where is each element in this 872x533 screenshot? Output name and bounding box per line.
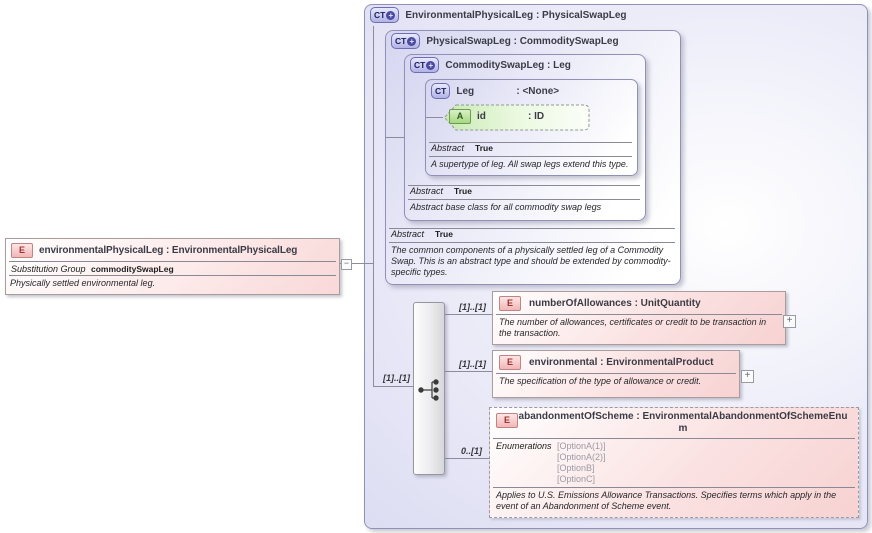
- complex-type-title: PhysicalSwapLeg : CommoditySwapLeg: [426, 35, 619, 47]
- substitution-group-value: commoditySwapLeg: [91, 264, 174, 274]
- substitution-group-row: Substitution Group commoditySwapLeg: [6, 262, 339, 275]
- element-badge-icon: E: [496, 413, 518, 428]
- element-declaration-title: environmentalPhysicalLeg : Environmental…: [39, 245, 298, 256]
- separator: [429, 142, 632, 143]
- element-box-abandonmentofscheme[interactable]: E abandonmentOfScheme : EnvironmentalAba…: [489, 407, 859, 518]
- cardinality-label-abandonmentofscheme: 0..[1]: [460, 446, 482, 456]
- connector-stub-commodity: [385, 137, 404, 138]
- abstract-label: Abstract: [391, 229, 425, 239]
- collapse-minus-icon[interactable]: −: [341, 259, 352, 270]
- connector-trunk-elbow: [373, 386, 414, 387]
- separator: [389, 228, 675, 229]
- complex-type-header-commodityswapleg: CT+ CommoditySwapLeg : Leg: [410, 57, 571, 73]
- element-title: environmental : EnvironmentalProduct: [529, 357, 714, 368]
- connector-abandonmentofscheme: [443, 458, 489, 459]
- type-description-physicalswapleg: The common components of a physically se…: [391, 245, 671, 277]
- cardinality-label-numberofallowances: [1]..[1]: [459, 302, 486, 312]
- abstract-row-commodityswapleg: Abstract True: [410, 186, 472, 196]
- ct-badge-label: CT: [395, 36, 407, 46]
- connector-element-to-type: [337, 263, 373, 264]
- abstract-value: True: [454, 186, 472, 196]
- connector-numberofallowances: [443, 314, 492, 315]
- complex-type-badge-icon[interactable]: CT+: [391, 33, 421, 49]
- element-badge-icon: E: [499, 355, 521, 370]
- separator: [496, 314, 782, 315]
- substitution-group-label: Substitution Group: [11, 264, 86, 274]
- separator: [408, 199, 640, 200]
- enumerations-row: Enumerations [OptionA(1)] [OptionA(2)] […: [490, 439, 858, 487]
- abstract-row-physicalswapleg: Abstract True: [391, 229, 453, 239]
- complex-type-header-environmentalphysicalleg: CT+ EnvironmentalPhysicalLeg : PhysicalS…: [370, 7, 627, 23]
- expand-plus-icon: +: [407, 36, 417, 46]
- expand-plus-icon: +: [386, 10, 396, 20]
- enumerations-label: Enumerations: [496, 441, 552, 451]
- separator: [9, 275, 336, 276]
- cardinality-label-environmental: [1]..[1]: [459, 359, 486, 369]
- sequence-icon: [418, 379, 439, 401]
- type-description-commodityswapleg: Abstract base class for all commodity sw…: [410, 202, 602, 212]
- abstract-label: Abstract: [431, 143, 465, 153]
- element-badge-icon: E: [499, 296, 521, 311]
- separator: [9, 261, 336, 262]
- separator: [408, 185, 640, 186]
- attribute-type: : ID: [528, 111, 545, 122]
- element-header: E numberOfAllowances : UnitQuantity: [493, 292, 785, 314]
- separator: [429, 156, 632, 157]
- sequence-compositor[interactable]: [413, 302, 445, 475]
- enumeration-values: [OptionA(1)] [OptionA(2)] [OptionB] [Opt…: [557, 441, 606, 485]
- abstract-value: True: [475, 143, 493, 153]
- connector-trunk: [373, 26, 374, 387]
- separator: [496, 373, 736, 374]
- element-declaration-header: E environmentalPhysicalLeg : Environment…: [6, 239, 339, 261]
- enumeration-value: [OptionB]: [557, 463, 595, 473]
- element-description: The specification of the type of allowan…: [499, 376, 702, 386]
- element-badge-icon: E: [11, 243, 33, 258]
- element-title: numberOfAllowances : UnitQuantity: [529, 298, 701, 309]
- separator: [389, 242, 675, 243]
- element-box-numberofallowances[interactable]: E numberOfAllowances : UnitQuantity The …: [492, 291, 786, 345]
- expand-plus-icon[interactable]: +: [783, 315, 796, 328]
- cardinality-label-sequence: [1]..[1]: [383, 373, 410, 383]
- expand-plus-icon: +: [426, 60, 436, 70]
- attribute-name: id: [477, 111, 486, 122]
- element-box-environmental[interactable]: E environmental : EnvironmentalProduct T…: [492, 350, 740, 398]
- element-description: Physically settled environmental leg.: [10, 278, 156, 288]
- connector-stub-id: [425, 117, 443, 118]
- complex-type-badge-icon[interactable]: CT+: [410, 57, 440, 73]
- ct-badge-label: CT: [414, 60, 426, 70]
- abstract-label: Abstract: [410, 186, 444, 196]
- attribute-row-id: A id : ID: [449, 109, 544, 124]
- complex-type-header-physicalswapleg: CT+ PhysicalSwapLeg : CommoditySwapLeg: [391, 33, 619, 49]
- attribute-shape[interactable]: [443, 104, 591, 132]
- abstract-row-leg: Abstract True: [431, 143, 493, 153]
- type-description-leg: A supertype of leg. All swap legs extend…: [431, 159, 629, 169]
- element-title: abandonmentOfScheme : EnvironmentalAband…: [518, 411, 848, 434]
- complex-type-badge-icon[interactable]: CT+: [370, 7, 400, 23]
- abstract-value: True: [435, 229, 453, 239]
- type-name: Leg: [456, 85, 475, 97]
- element-description: The number of allowances, certificates o…: [499, 317, 767, 338]
- expand-plus-icon[interactable]: +: [741, 370, 754, 383]
- complex-type-title: CommoditySwapLeg : Leg: [445, 59, 571, 71]
- complex-type-title: EnvironmentalPhysicalLeg : PhysicalSwapL…: [405, 9, 627, 21]
- complex-type-badge-icon: CT: [431, 83, 451, 99]
- complex-type-header-leg: CT Leg : <None>: [431, 83, 559, 99]
- type-base: : <None>: [516, 85, 560, 97]
- separator: [493, 438, 855, 439]
- enumeration-value: [OptionC]: [557, 474, 596, 484]
- attribute-badge-icon: A: [449, 109, 471, 124]
- connector-environmental: [443, 371, 492, 372]
- element-declaration-box[interactable]: E environmentalPhysicalLeg : Environment…: [5, 238, 340, 295]
- ct-badge-label: CT: [435, 86, 447, 96]
- separator: [493, 487, 855, 488]
- element-description: Applies to U.S. Emissions Allowance Tran…: [496, 490, 837, 511]
- enumeration-value: [OptionA(1)]: [557, 441, 606, 451]
- enumeration-value: [OptionA(2)]: [557, 452, 606, 462]
- ct-badge-label: CT: [374, 10, 386, 20]
- element-header: E environmental : EnvironmentalProduct: [493, 351, 739, 373]
